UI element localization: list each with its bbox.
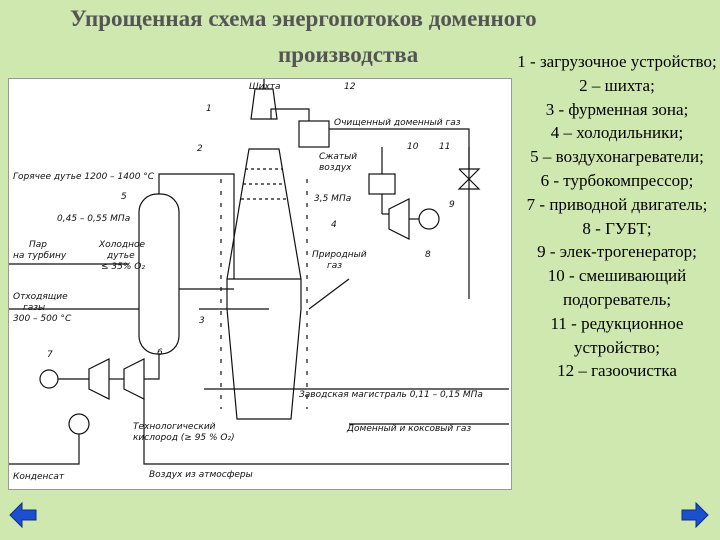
label-tech-oxygen-2: кислород (≥ 95 % О₂) <box>133 433 235 443</box>
prev-slide-button[interactable] <box>8 500 38 530</box>
reduction-valve <box>457 168 481 190</box>
legend-item: 11 - редукционное устройство; <box>550 313 684 357</box>
drive-turbine <box>88 358 110 400</box>
legend-item: 10 - смешивающий подогреватель; <box>547 266 687 309</box>
condenser-circle <box>68 413 90 435</box>
legend-item: 9 - элек-трогенератор; <box>537 242 697 262</box>
label-hot-blast: Горячее дутье 1200 – 1400 °С <box>13 172 155 182</box>
label-steam-2: на турбину <box>13 251 67 261</box>
natural-gas-line <box>308 278 350 310</box>
label-cold-blast-3: ≤ 35% О₂ <box>101 262 145 272</box>
arrow-left-icon <box>9 501 37 529</box>
label-compressed-air-1: Сжатый <box>319 152 357 162</box>
label-flue-1: Отходящие <box>13 292 68 302</box>
gas-cleaning-box <box>298 120 330 148</box>
label-num-7: 7 <box>47 350 53 360</box>
label-num-4: 4 <box>331 220 337 230</box>
label-num-5: 5 <box>121 192 127 202</box>
label-steam-1: Пар <box>29 240 47 250</box>
label-flue-3: 300 – 500 °С <box>13 314 72 324</box>
blast-furnace <box>226 148 302 420</box>
charging-device <box>250 88 278 120</box>
drive-motor-circle <box>39 369 59 389</box>
legend-item: 2 – шихта; <box>579 75 655 95</box>
label-num-1: 1 <box>206 104 212 114</box>
label-num-9: 9 <box>449 200 455 210</box>
label-num-11: 11 <box>439 142 450 152</box>
legend-item: 8 - ГУБТ; <box>582 218 652 238</box>
title-line-2: производства <box>278 42 419 67</box>
energy-flow-diagram: Шихта 12 1 2 Очищенный доменный газ 10 1… <box>8 78 512 490</box>
label-coke-gas: Доменный и коксовый газ <box>346 424 471 434</box>
mixing-heater-box <box>368 173 396 195</box>
diagram-svg: Шихта 12 1 2 Очищенный доменный газ 10 1… <box>9 79 509 482</box>
charge-layers <box>241 168 287 200</box>
label-pressure-low: 0,45 – 0,55 МПа <box>57 214 130 224</box>
turbocompressor <box>123 358 145 400</box>
hot-blast-stove <box>138 193 180 355</box>
label-plant-main: Заводская магистраль 0,11 – 0,15 МПа <box>299 390 483 400</box>
atmosphere-air-line <box>143 399 509 465</box>
label-num-3: 3 <box>199 316 205 326</box>
arrow-right-icon <box>681 501 709 529</box>
next-slide-button[interactable] <box>680 500 710 530</box>
label-cold-blast-2: дутье <box>106 251 135 261</box>
legend-item: 5 – воздухонагреватели; <box>530 147 704 167</box>
label-shikhta: Шихта <box>249 82 281 92</box>
label-condensate: Конденсат <box>13 472 65 482</box>
gas-offtake-line <box>270 108 310 121</box>
legend-item: 7 - приводной двигатель; <box>526 194 708 214</box>
label-flue-2: газы <box>23 303 45 313</box>
legend-item: 6 - турбокомпрессор; <box>540 170 694 190</box>
label-num-12: 12 <box>344 82 356 92</box>
gubt-turbine <box>388 198 410 240</box>
condensate-line <box>9 434 80 465</box>
label-air: Воздух из атмосферы <box>149 470 253 480</box>
compressed-air-to-stove <box>144 354 160 380</box>
legend-item: 12 – газоочистка <box>557 361 677 381</box>
label-natural-gas-2: газ <box>327 261 342 271</box>
generator-circle <box>418 208 440 230</box>
clean-gas-line <box>329 128 470 299</box>
label-clean-gas: Очищенный доменный газ <box>334 118 461 128</box>
legend-item: 1 - загрузочное устройство; <box>517 52 717 71</box>
label-natural-gas-1: Природный <box>312 250 367 260</box>
label-cold-blast-1: Холодное <box>98 240 146 250</box>
label-num-10: 10 <box>407 142 419 152</box>
label-tech-oxygen-1: Технологический <box>133 422 216 432</box>
label-compressed-air-2: воздух <box>319 163 352 173</box>
label-num-6: 6 <box>157 348 163 358</box>
legend-item: 3 - фурменная зона; <box>545 99 689 119</box>
label-num-8: 8 <box>425 250 431 260</box>
title-line-1: Упрощенная схема энергопотоков доменного <box>70 6 537 31</box>
label-pressure-mid: 3,5 МПа <box>314 194 351 204</box>
legend-item: 4 – холодильники; <box>550 123 684 143</box>
label-num-2: 2 <box>197 144 203 154</box>
hot-blast-line <box>158 173 235 279</box>
legend: 1 - загрузочное устройство; 2 – шихта; 3… <box>512 50 720 383</box>
